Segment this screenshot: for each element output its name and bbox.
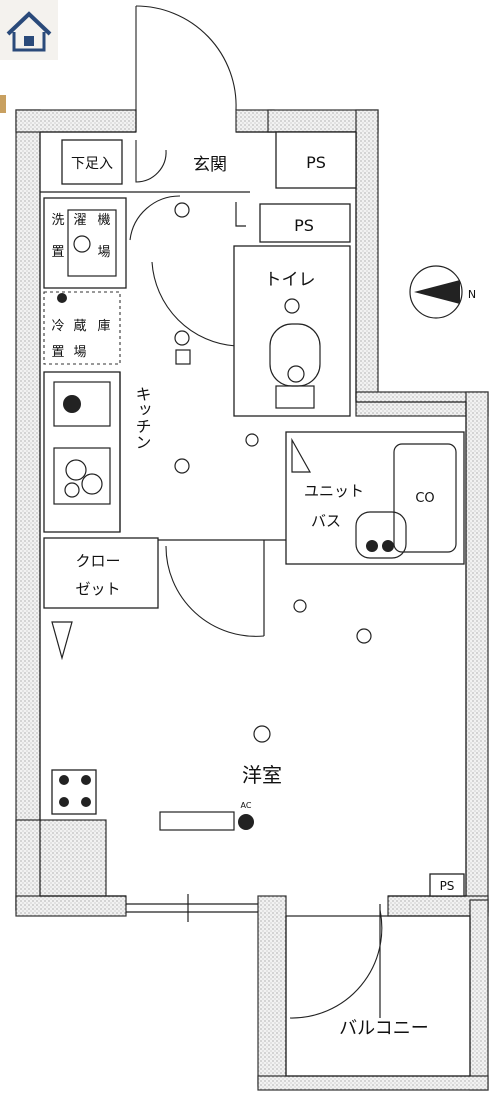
fridge-label-5: 場 — [73, 345, 86, 360]
house-logo-icon — [0, 0, 58, 60]
ps-top-label: PS — [306, 153, 326, 172]
outlet-panel-icon — [51, 769, 97, 815]
kitchen-label: キッチン — [133, 386, 152, 450]
intercom-icon — [174, 330, 190, 346]
ps-middle — [259, 203, 351, 243]
co-label: CO — [415, 491, 434, 506]
balcony-label: バルコニー — [339, 1018, 429, 1039]
kitchen-counter — [43, 371, 121, 533]
closet — [43, 537, 159, 609]
laundry-area: 洗 濯 機 置 場 — [43, 197, 127, 289]
balcony-window — [126, 894, 258, 922]
fridge-label-4: 置 — [51, 345, 64, 360]
unit-bath-label-2: バス — [311, 512, 341, 530]
air-conditioner — [159, 811, 235, 831]
balcony — [285, 915, 471, 1077]
ceiling-light-icon — [174, 202, 190, 218]
ps-bottom-label: PS — [440, 879, 455, 893]
closet-label-1: クロー — [75, 552, 120, 570]
outer-walls — [15, 109, 489, 1091]
kitchen-light-icon — [174, 458, 190, 474]
closet-label-2: ゼット — [75, 580, 120, 598]
fridge-label-1: 冷 — [51, 319, 64, 334]
unit-bath-label-1: ユニット — [304, 482, 364, 500]
shoe-storage — [61, 139, 123, 185]
logo-accent — [0, 95, 6, 113]
laundry-label-1: 洗 — [51, 213, 64, 228]
laundry-door — [129, 195, 181, 241]
switch-icon — [235, 202, 246, 227]
ps-top — [275, 131, 357, 189]
bathtub — [393, 443, 457, 553]
room-center-light-icon — [253, 725, 271, 743]
fridge-label-2: 蔵 — [73, 319, 86, 334]
panel-icon — [175, 349, 191, 365]
entrance-label: 玄関 — [193, 155, 227, 175]
toilet-switch-icon — [245, 433, 259, 447]
outlet-icon — [57, 293, 67, 303]
laundry-label-3: 機 — [97, 213, 110, 228]
fridge-area — [43, 291, 121, 365]
western-room-label: 洋室 — [242, 763, 282, 787]
kitchen-door — [151, 261, 237, 347]
ac-outlet-icon — [238, 814, 254, 830]
closet-door-icon — [51, 621, 73, 661]
laundry-label-5: 場 — [97, 245, 110, 260]
fridge-label-3: 庫 — [97, 319, 110, 334]
toilet-room — [233, 245, 351, 417]
north-arrow-icon: N — [409, 265, 476, 319]
room-light-icon — [356, 628, 372, 644]
ps-middle-label: PS — [294, 216, 314, 235]
laundry-label-4: 置 — [51, 245, 64, 260]
room-switch-icon — [293, 599, 307, 613]
toilet-icon — [269, 323, 321, 409]
room-door — [165, 545, 265, 637]
entrance-door — [135, 5, 237, 132]
ac-label: AC — [241, 801, 252, 810]
bath-door-icon — [291, 437, 312, 473]
toilet-label: トイレ — [265, 270, 316, 290]
shoe-storage-label: 下足入 — [71, 156, 113, 172]
balcony-door — [289, 909, 383, 1019]
toilet-light-icon — [284, 298, 300, 314]
ps-bottom — [429, 873, 465, 897]
laundry-label-2: 濯 — [73, 213, 86, 228]
compass-label: N — [468, 288, 476, 301]
shoe-door — [135, 140, 167, 183]
washbasin-icon — [355, 511, 407, 559]
